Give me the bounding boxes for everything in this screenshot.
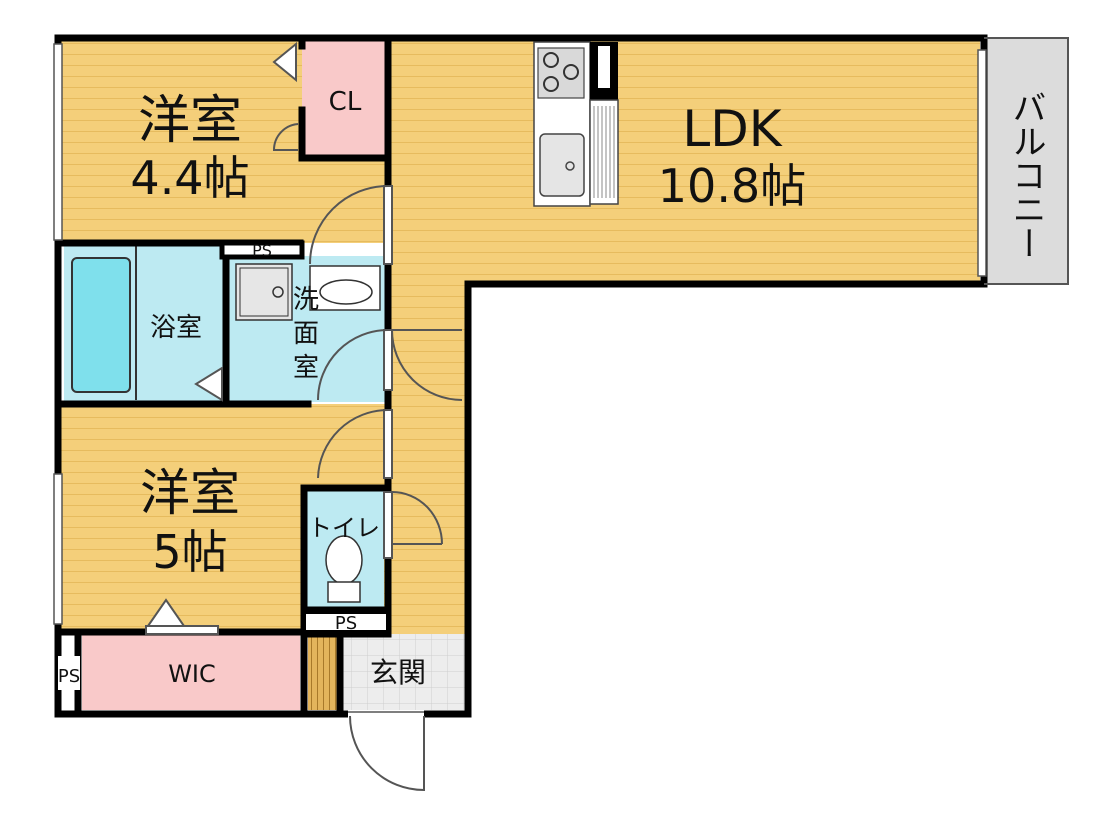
windows [53, 43, 987, 625]
western-room-1-name: 洋室 [138, 91, 242, 151]
kitchen-counter [533, 41, 619, 207]
toilet-label: トイレ [308, 514, 380, 542]
bath-label: 浴室 [150, 313, 202, 343]
wic-label: WIC [168, 660, 216, 688]
washroom-fixtures [235, 263, 381, 321]
closet-floor [302, 38, 388, 158]
bathtub [71, 257, 131, 393]
doors [145, 41, 463, 792]
ldk-name: LDK [682, 100, 782, 158]
hallway-floor [388, 284, 468, 634]
shoe-cabinet [308, 634, 340, 710]
balcony-floor [984, 38, 1068, 284]
washroom-label-1: 洗 [293, 285, 319, 315]
ps-toilet-box [302, 610, 390, 634]
ps-left-label: PS [58, 666, 80, 687]
closet-label: CL [329, 87, 362, 117]
ps-toilet-label: PS [335, 613, 357, 634]
western-room-2-name: 洋室 [140, 464, 240, 522]
toilet-fixture [325, 535, 363, 603]
western-room-2-size: 5帖 [152, 525, 227, 579]
wic-floor [82, 634, 300, 710]
ps-top-box [219, 240, 305, 260]
washroom-label-3: 室 [293, 353, 319, 383]
ldk-floor [388, 38, 980, 284]
washroom-label-2: 面 [293, 319, 319, 349]
balcony-label: バルコニー [1006, 90, 1046, 260]
western-room-1-size: 4.4帖 [130, 151, 249, 205]
entrance-floor [342, 634, 470, 710]
ldk-size: 10.8帖 [658, 159, 806, 213]
ps-top-label: PS [252, 241, 272, 260]
entrance-label: 玄関 [370, 656, 426, 689]
ps-left-box [58, 656, 80, 690]
